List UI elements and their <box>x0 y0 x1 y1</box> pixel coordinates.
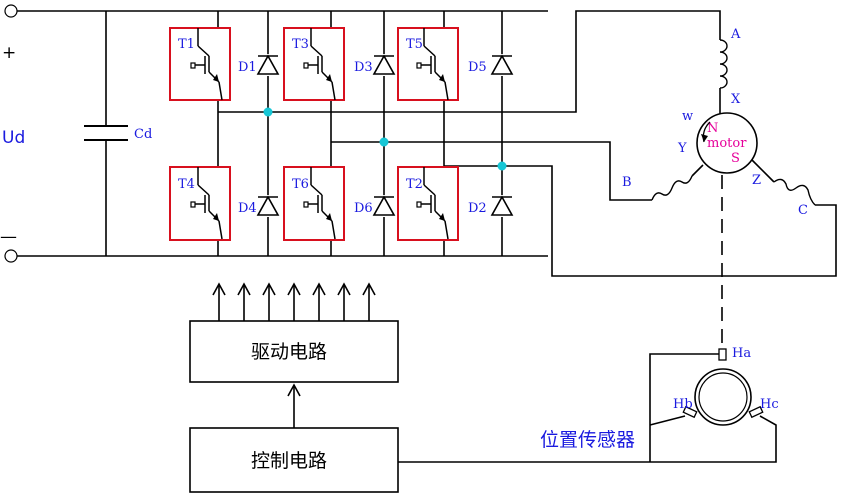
motor-windings: A X B Y Z C <box>622 27 816 218</box>
svg-text:D3: D3 <box>354 60 373 75</box>
diode-d5: D5 <box>468 54 514 76</box>
hall-sensor-hb <box>682 405 698 419</box>
position-sensor-label: 位置传感器 <box>540 429 635 451</box>
hall-sensor-hc <box>748 405 764 419</box>
svg-text:T5: T5 <box>406 37 423 52</box>
driver-label: 驱动电路 <box>251 341 327 363</box>
north-pole-label: N <box>707 121 718 136</box>
diode-d2: D2 <box>468 195 514 217</box>
phase-b-label: B <box>622 175 632 190</box>
gate-signal-arrows <box>212 282 376 321</box>
switch-t5: T5 <box>397 27 459 101</box>
svg-text:T3: T3 <box>292 37 309 52</box>
switch-t4: T4 <box>169 166 231 241</box>
svg-text:T4: T4 <box>178 177 195 192</box>
junction-dots <box>263 107 507 171</box>
dc-link-capacitor: Cd <box>84 11 152 256</box>
switch-t2: T2 <box>397 166 459 241</box>
rotation-speed-label: w <box>682 109 693 124</box>
hall-ha-label: Ha <box>732 346 751 361</box>
hall-hc-label: Hc <box>760 397 779 412</box>
phase-c-label: C <box>798 203 808 218</box>
switch-t6: T6 <box>283 166 345 241</box>
motor-body <box>696 112 758 174</box>
end-z-label: Z <box>752 173 761 188</box>
capacitor-label: Cd <box>134 127 152 142</box>
switch-t3: T3 <box>283 27 345 101</box>
junction-dot <box>497 161 507 171</box>
dc-supply: + — Ud <box>0 4 548 263</box>
control-circuit: 控制电路 <box>189 427 399 493</box>
hall-hb-label: Hb <box>673 397 693 412</box>
minus-sign: — <box>0 227 17 247</box>
driver-circuit: 驱动电路 <box>189 282 399 428</box>
positive-terminal <box>4 4 18 18</box>
end-x-label: X <box>731 92 741 107</box>
motor-label: motor <box>707 136 747 151</box>
hall-sensor-ha <box>718 348 727 361</box>
junction-dot <box>263 107 273 117</box>
motor: N motor S w <box>682 109 758 348</box>
diode-d6: D6 <box>354 195 396 217</box>
junction-dot <box>379 137 389 147</box>
south-pole-label: S <box>731 151 740 166</box>
svg-text:D2: D2 <box>468 201 487 216</box>
svg-text:D6: D6 <box>354 201 373 216</box>
svg-text:D5: D5 <box>468 60 487 75</box>
position-sensor: Ha Hb Hc 位置传感器 <box>398 346 779 463</box>
diode-d3: D3 <box>354 54 396 76</box>
control-label: 控制电路 <box>251 450 327 472</box>
supply-voltage-label: Ud <box>2 128 25 148</box>
switch-t1: T1 <box>169 27 231 101</box>
inverter-legs <box>217 11 503 256</box>
diode-d4: D4 <box>238 195 280 217</box>
phase-wiring <box>268 10 837 277</box>
end-y-label: Y <box>677 141 687 156</box>
control-block <box>189 427 399 493</box>
svg-text:T1: T1 <box>178 37 195 52</box>
plus-sign: + <box>2 43 16 63</box>
svg-text:T2: T2 <box>406 177 423 192</box>
negative-terminal <box>4 249 18 263</box>
phase-a-label: A <box>730 27 741 42</box>
svg-text:T6: T6 <box>292 177 309 192</box>
diode-d1: D1 <box>238 54 280 76</box>
svg-text:D4: D4 <box>238 201 257 216</box>
svg-text:D1: D1 <box>238 60 257 75</box>
